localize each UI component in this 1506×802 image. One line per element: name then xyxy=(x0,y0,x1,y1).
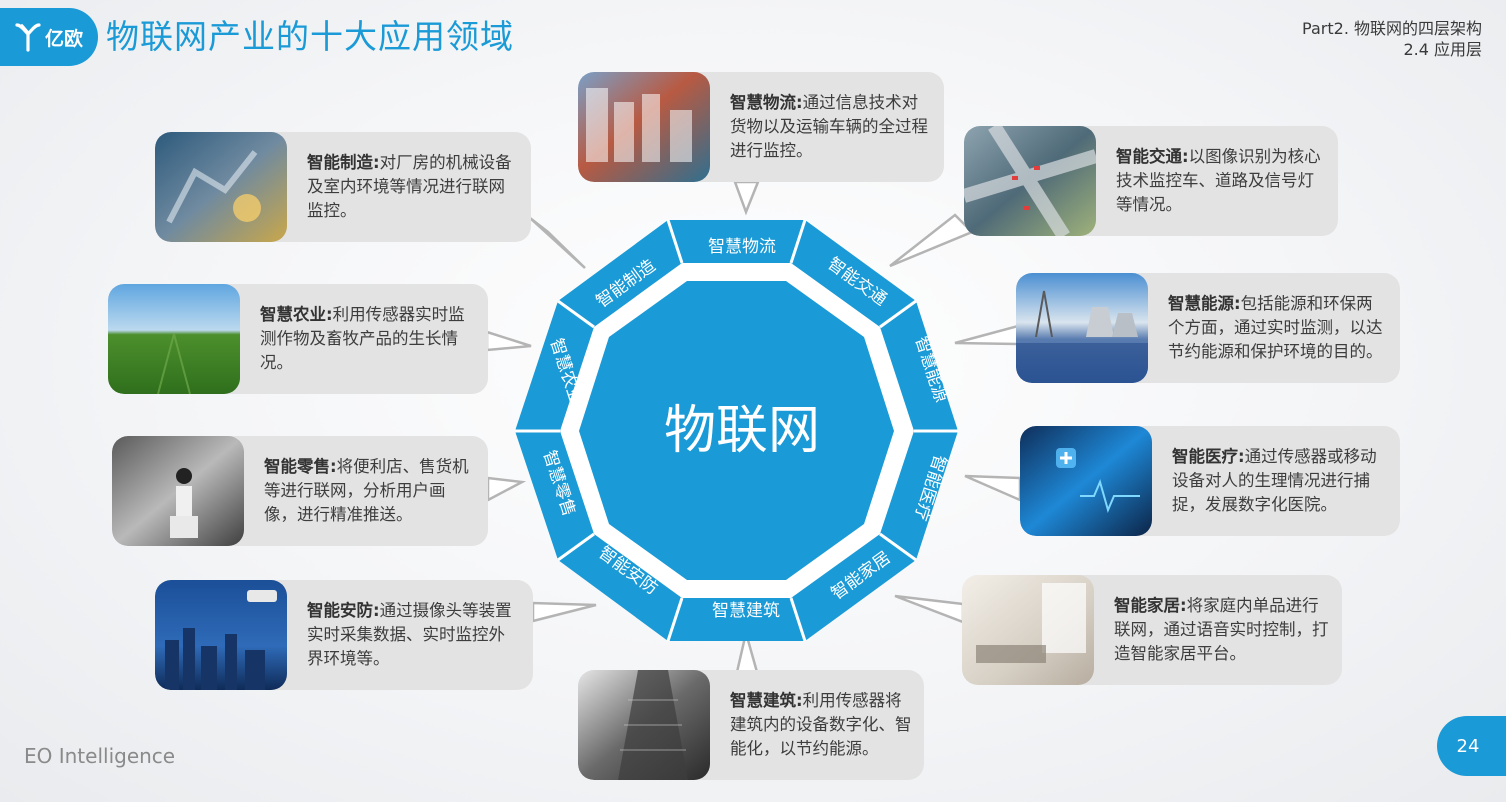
card-security: 智能安防:通过摄像头等装置实时采集数据、实时监控外界环境等。 xyxy=(155,580,533,690)
card-energy: 智慧能源:包括能源和环保两个方面，通过实时监测，以达节约能源和保护环境的目的。 xyxy=(1016,273,1400,383)
card-text: 通过传感器或移动设备对人的生理情况进行捕捉，发展数字化医院。 xyxy=(1172,447,1377,514)
card-description: 智能安防:通过摄像头等装置实时采集数据、实时监控外界环境等。 xyxy=(287,599,533,671)
segment-label-building: 智慧建筑 xyxy=(712,601,780,621)
card-title: 智能交通: xyxy=(1116,147,1189,166)
card-title: 智能医疗: xyxy=(1172,447,1245,466)
card-retail: 智能零售:将便利店、售货机等进行联网，分析用户画像，进行精准推送。 xyxy=(112,436,488,546)
page-number: 24 xyxy=(1437,716,1506,776)
factory-robot-photo xyxy=(155,132,287,242)
center-decagon xyxy=(579,281,894,580)
segment-label-logistics: 智慧物流 xyxy=(708,237,776,257)
card-text: 通过信息技术对货物以及运输车辆的全过程进行监控。 xyxy=(730,93,928,160)
card-description: 智能交通:以图像识别为核心技术监控车、道路及信号灯等情况。 xyxy=(1096,145,1338,217)
segment-separators xyxy=(515,219,958,642)
arrow-home xyxy=(894,594,965,624)
card-text: 以图像识别为核心技术监控车、道路及信号灯等情况。 xyxy=(1116,147,1321,214)
section-indicator: Part2. 物联网的四层架构 2.4 应用层 xyxy=(1302,18,1482,60)
part-label: Part2. 物联网的四层架构 xyxy=(1302,19,1482,38)
traffic-intersection-photo xyxy=(964,126,1096,236)
retail-store-photo xyxy=(112,436,244,546)
security-camera-city-photo xyxy=(155,580,287,690)
arrow-retail xyxy=(486,476,527,503)
containers-photo xyxy=(578,72,710,182)
card-description: 智能零售:将便利店、售货机等进行联网，分析用户画像，进行精准推送。 xyxy=(244,455,488,527)
card-title: 智慧建筑: xyxy=(730,691,803,710)
arrow-transport xyxy=(889,213,975,268)
card-text: 利用传感器将建筑内的设备数字化、智能化，以节约能源。 xyxy=(730,691,912,758)
card-description: 智慧建筑:利用传感器将建筑内的设备数字化、智能化，以节约能源。 xyxy=(710,689,924,761)
card-text: 将便利店、售货机等进行联网，分析用户画像，进行精准推送。 xyxy=(264,457,469,524)
footer-brand: EO Intelligence xyxy=(24,744,176,768)
arrow-energy xyxy=(954,324,1020,346)
section-label: 2.4 应用层 xyxy=(1403,40,1482,59)
card-description: 智能制造:对厂房的机械设备及室内环境等情况进行联网监控。 xyxy=(287,151,531,223)
card-description: 智慧能源:包括能源和环保两个方面，通过实时监测，以达节约能源和保护环境的目的。 xyxy=(1148,292,1400,364)
arrow-logistics xyxy=(733,180,760,216)
skyscraper-photo xyxy=(578,670,710,780)
card-text: 利用传感器实时监测作物及畜牧产品的生长情况。 xyxy=(260,305,465,372)
logo-badge: 亿欧 xyxy=(0,8,98,66)
logo-text: 亿欧 xyxy=(44,27,83,50)
card-transport: 智能交通:以图像识别为核心技术监控车、道路及信号灯等情况。 xyxy=(964,126,1338,236)
card-manufacturing: 智能制造:对厂房的机械设备及室内环境等情况进行联网监控。 xyxy=(155,132,531,242)
arrow-medical xyxy=(964,474,1022,502)
card-medical: 智能医疗:通过传感器或移动设备对人的生理情况进行捕捉，发展数字化医院。 xyxy=(1020,426,1400,536)
card-description: 智能家居:将家庭内单品进行联网，通过语音实时控制，打造智能家居平台。 xyxy=(1094,594,1342,666)
card-text: 对厂房的机械设备及室内环境等情况进行联网监控。 xyxy=(307,153,512,220)
card-text: 将家庭内单品进行联网，通过语音实时控制，打造智能家居平台。 xyxy=(1114,596,1329,663)
card-title: 智慧能源: xyxy=(1168,294,1241,313)
card-logistics: 智慧物流:通过信息技术对货物以及运输车辆的全过程进行监控。 xyxy=(578,72,944,182)
arrow-security xyxy=(531,601,597,623)
card-building: 智慧建筑:利用传感器将建筑内的设备数字化、智能化，以节约能源。 xyxy=(578,670,924,780)
smart-home-photo xyxy=(962,575,1094,685)
card-title: 智能零售: xyxy=(264,457,337,476)
yiou-logo-icon xyxy=(15,23,41,52)
farm-field-photo xyxy=(108,284,240,394)
page-title: 物联网产业的十大应用领域 xyxy=(106,17,514,56)
card-title: 智能安防: xyxy=(307,601,380,620)
card-description: 智慧农业:利用传感器实时监测作物及畜牧产品的生长情况。 xyxy=(240,303,488,375)
card-title: 智慧物流: xyxy=(730,93,803,112)
card-text: 包括能源和环保两个方面，通过实时监测，以达节约能源和保护环境的目的。 xyxy=(1168,294,1383,361)
medical-tech-photo xyxy=(1020,426,1152,536)
center-label: 物联网 xyxy=(664,401,820,461)
arrow-agriculture xyxy=(485,330,532,352)
card-agriculture: 智慧农业:利用传感器实时监测作物及畜牧产品的生长情况。 xyxy=(108,284,488,394)
card-title: 智能制造: xyxy=(307,153,380,172)
arrow-manufacturing xyxy=(529,217,586,269)
card-description: 智能医疗:通过传感器或移动设备对人的生理情况进行捕捉，发展数字化医院。 xyxy=(1152,445,1400,517)
card-title: 智慧农业: xyxy=(260,305,333,324)
power-plant-photo xyxy=(1016,273,1148,383)
card-title: 智能家居: xyxy=(1114,596,1187,615)
card-text: 通过摄像头等装置实时采集数据、实时监控外界环境等。 xyxy=(307,601,512,668)
card-home: 智能家居:将家庭内单品进行联网，通过语音实时控制，打造智能家居平台。 xyxy=(962,575,1342,685)
card-description: 智慧物流:通过信息技术对货物以及运输车辆的全过程进行监控。 xyxy=(710,91,944,163)
